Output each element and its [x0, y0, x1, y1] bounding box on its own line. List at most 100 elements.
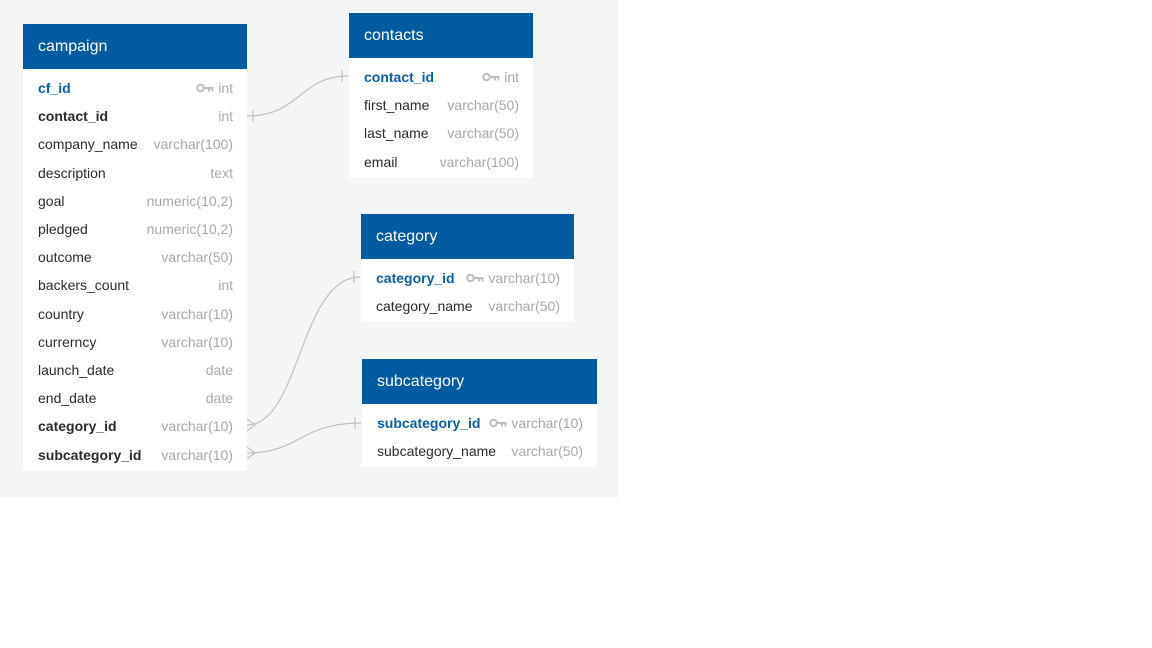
- field-type: int: [504, 69, 519, 86]
- field-name: first_name: [364, 97, 430, 114]
- field-name: backers_count: [38, 277, 130, 294]
- field-type-group: numeric(10,2): [147, 193, 233, 209]
- field-type: int: [218, 80, 233, 97]
- field-row[interactable]: category_id varchar(10): [361, 264, 574, 292]
- field-row[interactable]: contact_id int: [23, 102, 247, 130]
- field-type: numeric(10,2): [146, 192, 233, 209]
- field-type-group: varchar(50): [447, 125, 519, 141]
- field-row[interactable]: outcome varchar(50): [23, 243, 247, 271]
- field-type: varchar(50): [161, 249, 233, 266]
- field-type: varchar(10): [511, 415, 583, 432]
- table-header[interactable]: category: [361, 214, 574, 259]
- field-type-group: numeric(10,2): [147, 221, 233, 237]
- primary-key-icon: [196, 83, 214, 93]
- field-row[interactable]: category_name varchar(50): [361, 292, 574, 320]
- field-row[interactable]: goal numeric(10,2): [23, 187, 247, 215]
- field-row[interactable]: subcategory_name varchar(50): [362, 437, 597, 465]
- field-type: varchar(100): [439, 153, 519, 170]
- field-type-group: varchar(10): [161, 447, 233, 463]
- field-type-group: date: [206, 390, 233, 406]
- field-type-group: varchar(10): [161, 418, 233, 434]
- field-type-group: varchar(100): [154, 136, 233, 152]
- field-type: varchar(100): [153, 136, 233, 153]
- field-row[interactable]: cf_id int: [23, 74, 247, 102]
- field-row[interactable]: backers_count int: [23, 271, 247, 299]
- field-name: category_id: [376, 270, 455, 287]
- field-name: description: [38, 164, 106, 181]
- table-header[interactable]: campaign: [23, 24, 247, 69]
- primary-key-icon: [482, 72, 500, 82]
- table-title: campaign: [38, 37, 108, 55]
- field-type-group: varchar(10): [161, 334, 233, 350]
- field-name: launch_date: [38, 361, 115, 378]
- field-type: varchar(10): [488, 270, 560, 287]
- field-name: subcategory_id: [377, 415, 481, 432]
- field-row[interactable]: last_name varchar(50): [349, 119, 533, 147]
- field-type-group: date: [206, 362, 233, 378]
- field-row[interactable]: end_date date: [23, 384, 247, 412]
- field-name: end_date: [38, 390, 97, 407]
- relation-category-id: [246, 276, 361, 426]
- table-title: contacts: [364, 26, 424, 44]
- field-type-group: varchar(10): [489, 415, 583, 431]
- field-type: varchar(10): [161, 305, 233, 322]
- field-name: contact_id: [364, 69, 435, 86]
- table-title: subcategory: [377, 372, 465, 390]
- field-type-group: int: [482, 69, 519, 85]
- field-type: int: [218, 108, 233, 125]
- field-type: varchar(50): [447, 97, 519, 114]
- table-title: category: [376, 227, 438, 245]
- field-name: outcome: [38, 249, 92, 266]
- field-row[interactable]: launch_date date: [23, 356, 247, 384]
- field-type: varchar(10): [161, 446, 233, 463]
- field-type-group: varchar(10): [161, 306, 233, 322]
- field-type-group: varchar(50): [488, 298, 560, 314]
- field-row[interactable]: subcategory_id varchar(10): [362, 409, 597, 437]
- field-row[interactable]: contact_id int: [349, 63, 533, 91]
- field-type: varchar(50): [447, 125, 519, 142]
- field-type-group: varchar(50): [511, 443, 583, 459]
- field-row[interactable]: category_id varchar(10): [23, 412, 247, 440]
- field-type: varchar(50): [511, 443, 583, 460]
- field-name: subcategory_name: [377, 443, 497, 460]
- many-marker-subcategory: [246, 446, 256, 460]
- field-type-group: varchar(50): [161, 249, 233, 265]
- field-row[interactable]: company_name varchar(100): [23, 130, 247, 158]
- field-row[interactable]: email varchar(100): [349, 148, 533, 176]
- field-type: int: [218, 277, 233, 294]
- field-name: goal: [38, 192, 65, 209]
- field-type: varchar(50): [488, 298, 560, 315]
- table-header[interactable]: subcategory: [362, 359, 597, 404]
- field-name: currerncy: [38, 333, 97, 350]
- field-type-group: int: [218, 277, 233, 293]
- field-row[interactable]: subcategory_id varchar(10): [23, 440, 247, 468]
- field-name: company_name: [38, 136, 138, 153]
- many-marker-category: [246, 418, 256, 432]
- field-name: cf_id: [38, 80, 71, 97]
- field-name: email: [364, 153, 398, 170]
- field-name: category_name: [376, 298, 473, 315]
- field-type-group: int: [196, 80, 233, 96]
- field-row[interactable]: currerncy varchar(10): [23, 328, 247, 356]
- field-row[interactable]: description text: [23, 159, 247, 187]
- field-type-group: varchar(10): [466, 270, 560, 286]
- field-type: varchar(10): [161, 333, 233, 350]
- field-type-group: int: [218, 108, 233, 124]
- table-contacts[interactable]: contacts contact_id int first_name varchar(…: [349, 13, 533, 178]
- field-type: date: [205, 390, 233, 407]
- field-name: last_name: [364, 125, 429, 142]
- field-type-group: varchar(100): [440, 154, 519, 170]
- relation-contact-id: [246, 75, 349, 117]
- field-name: subcategory_id: [38, 446, 142, 463]
- field-name: category_id: [38, 418, 117, 435]
- table-header[interactable]: contacts: [349, 13, 533, 58]
- field-name: contact_id: [38, 108, 109, 125]
- field-row[interactable]: first_name varchar(50): [349, 91, 533, 119]
- field-type: text: [210, 164, 233, 181]
